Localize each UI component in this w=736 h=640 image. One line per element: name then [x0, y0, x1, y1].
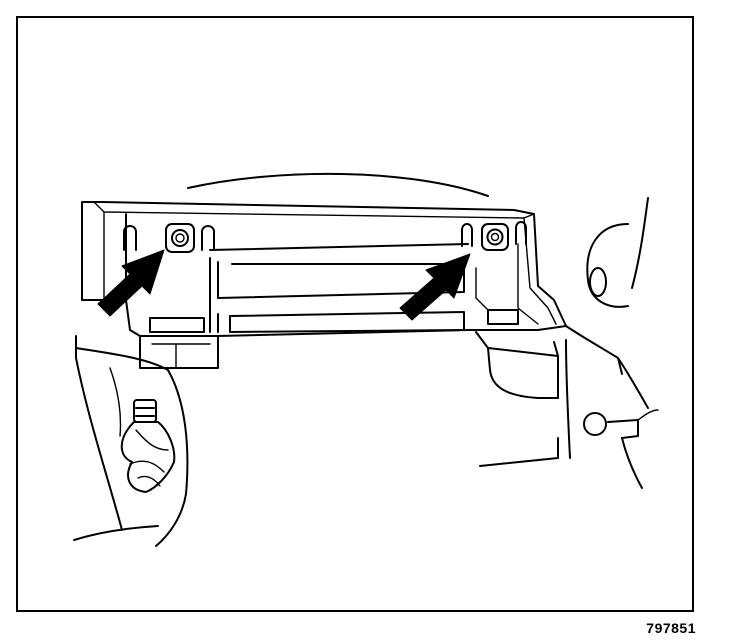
left-slots: [123, 225, 215, 251]
arrow-icon: [97, 249, 165, 317]
figure-number: 797851: [646, 620, 696, 636]
arrow-icon: [399, 253, 471, 321]
left-mounting-nut: [165, 223, 195, 253]
left-lower-bracket: [139, 335, 219, 369]
right-callout-arrow[interactable]: [399, 253, 471, 321]
lower-fastener: [120, 399, 176, 493]
right-structure: [565, 197, 659, 489]
left-callout-arrow[interactable]: [97, 249, 165, 317]
right-mounting-nut: [481, 223, 509, 251]
left-lower-panel: [73, 335, 189, 547]
dash-trim-curve: [187, 172, 489, 197]
line-drawing: [73, 172, 659, 547]
right-slots: [461, 221, 527, 247]
right-lower-bracket: [475, 331, 559, 467]
diagram-frame: [16, 16, 694, 612]
